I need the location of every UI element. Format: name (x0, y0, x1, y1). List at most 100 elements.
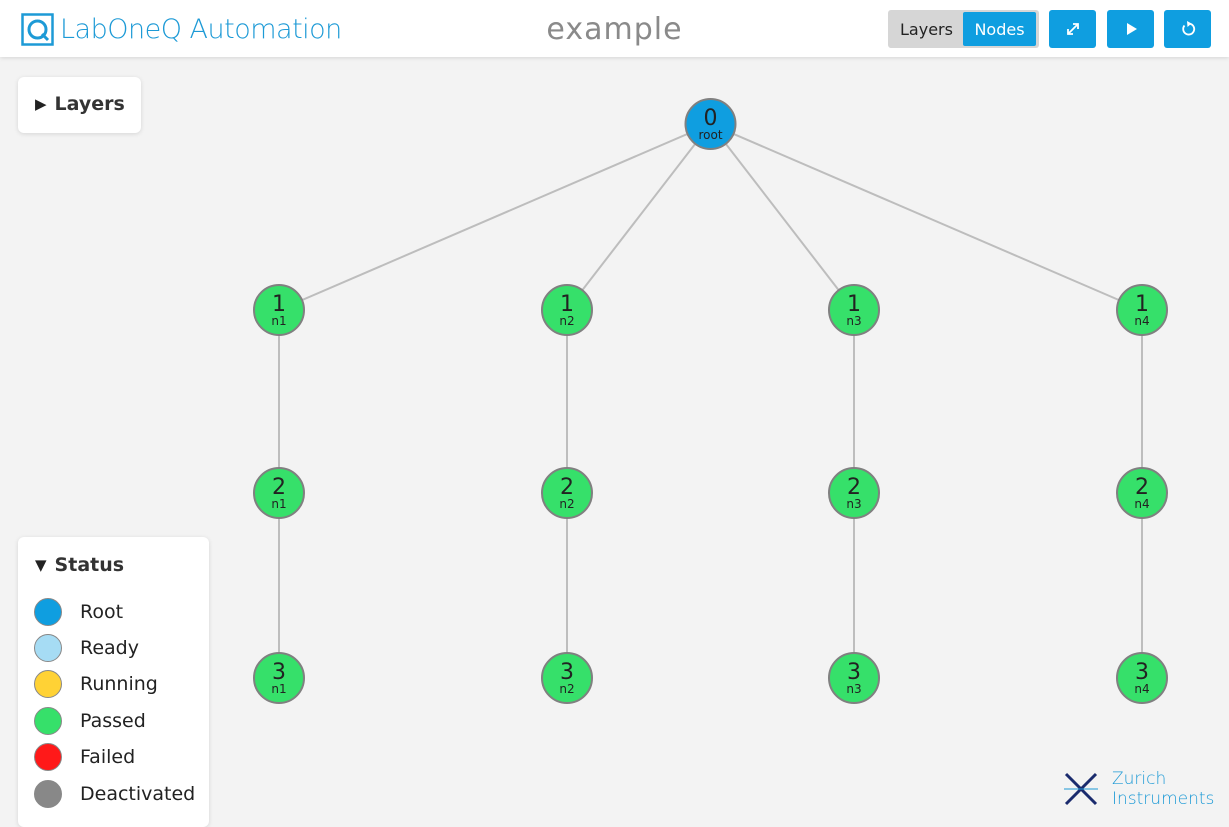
legend-label: Root (80, 601, 124, 623)
view-toggle-layers[interactable]: Layers (900, 19, 953, 39)
layers-panel-header[interactable]: ▶ Layers (35, 93, 125, 115)
graph-node-n2-2[interactable]: 2n2 (541, 467, 593, 519)
graph-node-n2-1[interactable]: 1n2 (541, 284, 593, 336)
app-name: LabOneQ Automation (60, 13, 342, 45)
node-circle (1116, 467, 1168, 519)
layers-panel-title: Layers (54, 93, 125, 115)
view-toggle: Layers Nodes (888, 10, 1039, 48)
graph-node-n3-1[interactable]: 1n3 (828, 284, 880, 336)
legend-label: Deactivated (80, 783, 196, 805)
node-layer-number: 3 (847, 660, 861, 685)
graph-edge (278, 123, 711, 311)
graph-edge (709, 123, 855, 311)
zi-line-2: Instruments (1112, 789, 1215, 809)
status-dot-icon (34, 634, 62, 662)
node-layer-number: 3 (560, 660, 574, 685)
graph-node-n3-3[interactable]: 3n3 (828, 652, 880, 704)
node-label: n1 (271, 682, 286, 696)
node-layer-number: 3 (272, 660, 286, 685)
node-circle (1116, 284, 1168, 336)
legend-item-passed: Passed (34, 707, 146, 735)
reset-button[interactable] (1164, 10, 1211, 48)
node-layer-number: 2 (560, 475, 574, 500)
node-label: n4 (1134, 314, 1149, 328)
node-layer-number: 3 (1135, 660, 1149, 685)
legend-label: Ready (80, 637, 139, 659)
status-panel-header[interactable]: ▼ Status (35, 554, 124, 576)
node-label: n2 (559, 497, 574, 511)
graph-edges (278, 123, 1143, 678)
node-label: n2 (559, 314, 574, 328)
graph-edge (710, 123, 1143, 311)
top-bar: LabOneQ Automation example Layers Nodes (0, 0, 1229, 57)
node-label: n2 (559, 682, 574, 696)
fit-view-button[interactable] (1049, 10, 1096, 48)
expand-icon (1066, 23, 1079, 35)
node-label: root (698, 128, 722, 142)
zi-line-1: Zurich (1112, 769, 1167, 789)
node-label: n1 (271, 497, 286, 511)
status-dot-icon (34, 670, 62, 698)
graph-node-n1-2[interactable]: 2n1 (253, 467, 305, 519)
node-layer-number: 2 (272, 475, 286, 500)
zurich-instruments-wordmark: Zurich Instruments (1112, 769, 1214, 809)
node-circle (253, 284, 305, 336)
graph-edge (566, 123, 712, 311)
legend-item-deactivated: Deactivated (34, 780, 195, 808)
labone-q-logo-icon (21, 12, 54, 46)
node-layer-number: 1 (1135, 292, 1149, 317)
node-circle (541, 652, 593, 704)
view-toggle-nodes[interactable]: Nodes (963, 12, 1036, 46)
refresh-icon (1181, 21, 1195, 36)
node-layer-number: 1 (560, 292, 574, 317)
graph-node-n2-3[interactable]: 3n2 (541, 652, 593, 704)
status-dot-icon (34, 743, 62, 771)
node-label: n3 (846, 682, 861, 696)
graph-nodes: 0root1n11n21n31n42n12n22n32n43n13n23n33n… (253, 98, 1168, 704)
node-label: n4 (1134, 497, 1149, 511)
play-icon (1126, 23, 1137, 35)
node-label: n3 (846, 497, 861, 511)
node-circle (253, 652, 305, 704)
app-brand: LabOneQ Automation (21, 11, 342, 47)
node-layer-number: 0 (704, 106, 718, 131)
legend-item-ready: Ready (34, 634, 139, 662)
node-label: n4 (1134, 682, 1149, 696)
graph-node-n1-3[interactable]: 3n1 (253, 652, 305, 704)
legend-item-failed: Failed (34, 743, 135, 771)
legend-label: Running (80, 673, 158, 695)
run-button[interactable] (1107, 10, 1154, 48)
zurich-instruments-logo-icon (1064, 772, 1098, 806)
node-circle (684, 98, 737, 150)
status-dot-icon (34, 598, 62, 626)
graph-node-n4-3[interactable]: 3n4 (1116, 652, 1168, 704)
legend-item-running: Running (34, 670, 158, 698)
node-circle (828, 467, 880, 519)
node-layer-number: 1 (272, 292, 286, 317)
legend-label: Passed (80, 710, 146, 732)
layers-panel: ▶ Layers (18, 77, 141, 133)
caret-down-icon: ▼ (35, 556, 47, 574)
node-label: n1 (271, 314, 286, 328)
node-circle (828, 284, 880, 336)
node-circle (541, 284, 593, 336)
graph-node-n3-2[interactable]: 2n3 (828, 467, 880, 519)
status-dot-icon (34, 780, 62, 808)
node-label: n3 (846, 314, 861, 328)
node-circle (828, 652, 880, 704)
legend-label: Failed (80, 746, 136, 768)
node-circle (1116, 652, 1168, 704)
caret-right-icon: ▶ (35, 95, 47, 113)
zurich-instruments-logo: Zurich Instruments (1062, 769, 1214, 809)
graph-node-n1-1[interactable]: 1n1 (253, 284, 305, 336)
graph-node-n4-2[interactable]: 2n4 (1116, 467, 1168, 519)
node-circle (253, 467, 305, 519)
status-panel: ▼ Status Root Ready Running Passed Faile… (18, 537, 209, 827)
status-dot-icon (34, 707, 62, 735)
graph-node-n4-1[interactable]: 1n4 (1116, 284, 1168, 336)
node-layer-number: 1 (847, 292, 861, 317)
legend-item-root: Root (34, 598, 123, 626)
node-layer-number: 2 (1135, 475, 1149, 500)
